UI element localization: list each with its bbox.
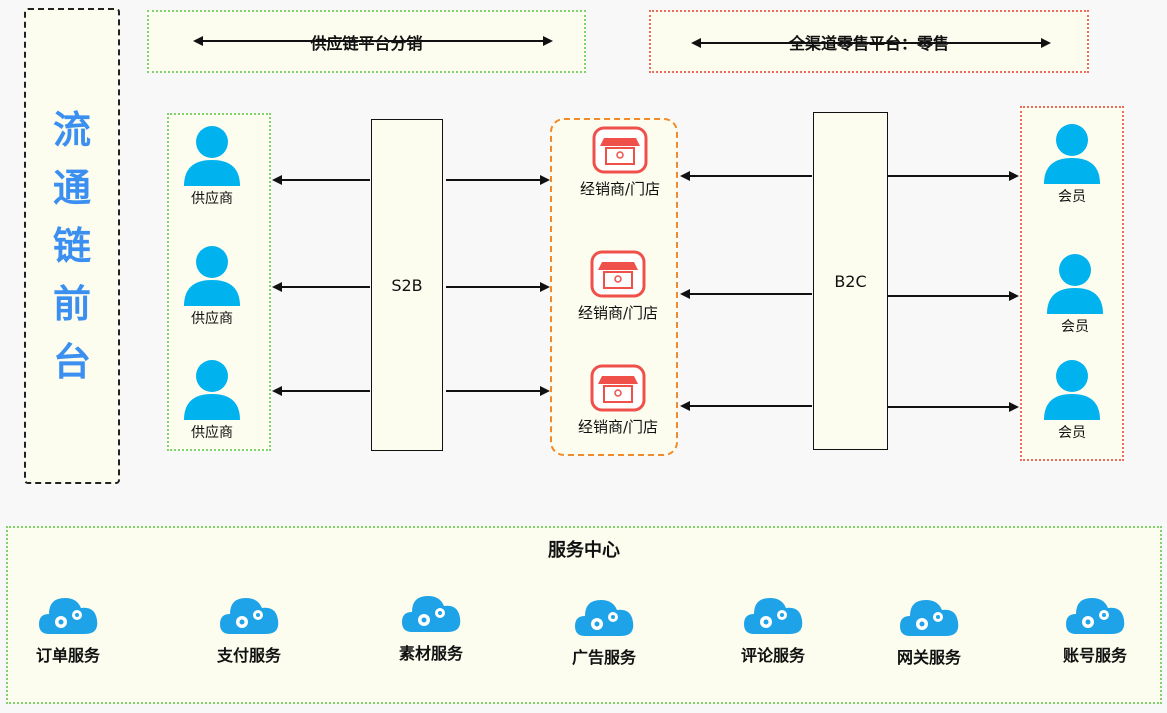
cloud-gear-icon [900,600,959,636]
service-account: 账号服务 [1045,588,1145,666]
s2b-platform: S2B [371,119,443,451]
person-icon [184,246,240,306]
supplier-node: 供应商 [180,358,244,441]
person-icon [1047,254,1103,314]
store-node: 经销商/门店 [565,126,675,199]
person-icon [184,360,240,420]
cloud-gear-icon [39,598,98,634]
member-label: 会员 [1058,425,1086,441]
person-icon [184,126,240,186]
left-title-char: 链 [52,224,91,268]
arrow-b2c-to-store [680,289,812,299]
service-order: 订单服务 [18,588,118,666]
b2c-label: B2C [834,271,867,291]
member-label: 会员 [1061,319,1089,335]
store-node: 经销商/门店 [563,250,673,323]
store-icon [590,364,646,412]
member-node: 会员 [1040,122,1104,205]
omni-channel-header: 全渠道零售平台：零售 [649,10,1089,73]
cloud-gear-icon [575,600,634,636]
arrow-b2c-to-member [887,291,1019,301]
arrow-s2b-to-store [446,282,550,292]
supplier-node: 供应商 [180,124,244,207]
store-node: 经销商/门店 [563,364,673,437]
header-double-arrow [691,38,1051,48]
left-title-box: 流 通 链 前 台 [24,8,120,484]
header-double-arrow [193,36,553,46]
service-label: 素材服务 [398,644,463,663]
service-ads: 广告服务 [554,590,654,668]
cloud-gear-icon [1066,598,1125,634]
service-label: 广告服务 [571,648,636,667]
arrow-b2c-to-member [887,171,1019,181]
person-icon [1044,360,1100,420]
member-label: 会员 [1058,189,1086,205]
service-payment: 支付服务 [199,588,299,666]
arrow-b2c-to-store [680,401,812,411]
store-icon [592,126,648,174]
arrow-s2b-to-supplier [272,175,370,185]
service-label: 订单服务 [35,646,100,665]
service-comment: 评论服务 [723,588,823,666]
arrow-s2b-to-store [446,175,550,185]
cloud-gear-icon [402,596,461,632]
supplier-label: 供应商 [191,311,233,327]
member-node: 会员 [1040,358,1104,441]
supplier-label: 供应商 [191,191,233,207]
left-title-char: 流 [52,108,91,152]
service-label: 网关服务 [896,648,961,667]
service-material: 素材服务 [381,586,481,664]
store-label: 经销商/门店 [577,418,659,436]
supply-chain-header-label: 供应链平台分销 [310,33,423,53]
store-icon [590,250,646,298]
service-center-title: 服务中心 [548,540,620,561]
store-label: 经销商/门店 [577,304,659,322]
supplier-node: 供应商 [180,244,244,327]
cloud-gear-icon [220,598,279,634]
arrow-s2b-to-supplier [272,282,370,292]
omni-channel-header-label: 全渠道零售平台：零售 [788,33,949,53]
supply-chain-header: 供应链平台分销 [147,10,586,73]
arrow-s2b-to-supplier [272,386,370,396]
left-title-char: 通 [52,166,91,210]
cloud-gear-icon [744,598,803,634]
arrow-s2b-to-store [446,386,550,396]
supplier-label: 供应商 [191,425,233,441]
left-title-char: 台 [52,340,91,384]
b2c-platform: B2C [813,112,888,450]
left-title-char: 前 [52,282,91,326]
arrow-b2c-to-member [887,402,1019,412]
service-label: 账号服务 [1062,646,1127,665]
store-label: 经销商/门店 [579,180,661,198]
service-label: 评论服务 [740,646,805,665]
service-gateway: 网关服务 [879,590,979,668]
person-icon [1044,124,1100,184]
member-node: 会员 [1043,252,1107,335]
s2b-label: S2B [391,275,423,295]
service-label: 支付服务 [216,646,281,665]
arrow-b2c-to-store [680,171,812,181]
service-center: 服务中心 [6,526,1162,704]
